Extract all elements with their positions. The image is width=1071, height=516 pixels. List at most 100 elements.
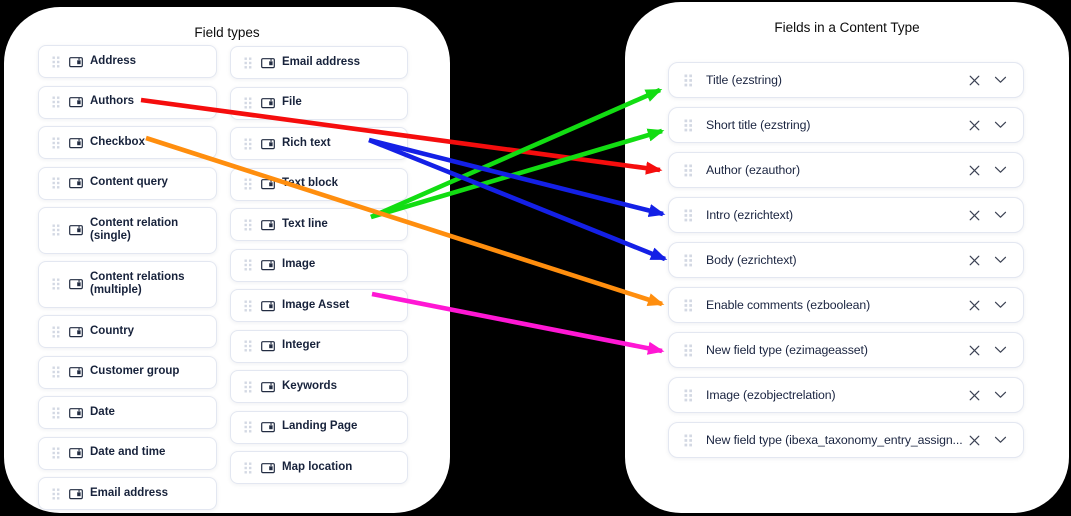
- drag-handle-icon[interactable]: [52, 488, 60, 500]
- field-type-item[interactable]: Text block: [230, 167, 408, 201]
- field-type-item[interactable]: Image Asset: [230, 289, 408, 322]
- drag-handle-icon[interactable]: [244, 381, 252, 393]
- content-type-field-row[interactable]: Intro (ezrichtext): [668, 197, 1024, 233]
- drag-handle-icon[interactable]: [684, 164, 693, 177]
- field-input-icon: [69, 326, 83, 338]
- drag-handle-icon[interactable]: [244, 462, 252, 474]
- field-type-label: Email address: [90, 486, 168, 499]
- field-type-item[interactable]: Country: [38, 315, 217, 348]
- drag-handle-icon[interactable]: [244, 421, 252, 433]
- content-type-field-label: New field type (ibexa_taxonomy_entry_ass…: [706, 433, 963, 447]
- content-type-field-label: Enable comments (ezboolean): [706, 298, 871, 312]
- chevron-down-icon[interactable]: [991, 298, 1010, 312]
- drag-handle-icon[interactable]: [684, 389, 693, 402]
- drag-handle-icon[interactable]: [52, 56, 60, 68]
- chevron-down-icon[interactable]: [991, 73, 1010, 87]
- field-type-item[interactable]: Customer group: [38, 355, 217, 389]
- field-type-item[interactable]: Authors: [38, 85, 217, 119]
- field-type-label: Address: [90, 54, 137, 67]
- field-type-item[interactable]: Map location: [230, 451, 408, 484]
- drag-handle-icon[interactable]: [244, 340, 252, 352]
- content-type-field-row[interactable]: Body (ezrichtext): [668, 242, 1024, 278]
- drag-handle-icon[interactable]: [52, 278, 60, 290]
- field-type-label: Map location: [282, 460, 353, 473]
- chevron-down-icon[interactable]: [991, 163, 1010, 177]
- remove-field-button[interactable]: [965, 116, 984, 135]
- drag-handle-icon[interactable]: [244, 178, 252, 190]
- remove-field-button[interactable]: [965, 431, 984, 450]
- content-type-field-row[interactable]: Author (ezauthor): [668, 152, 1024, 188]
- drag-handle-icon[interactable]: [244, 138, 252, 150]
- chevron-down-icon[interactable]: [991, 253, 1010, 267]
- drag-handle-icon[interactable]: [684, 209, 693, 222]
- field-type-item[interactable]: Content query: [38, 166, 217, 200]
- remove-field-button[interactable]: [965, 161, 984, 180]
- content-type-field-row[interactable]: Image (ezobjectrelation): [668, 377, 1024, 413]
- field-input-icon: [261, 138, 275, 150]
- drag-handle-icon[interactable]: [52, 96, 60, 108]
- chevron-down-icon[interactable]: [991, 343, 1010, 357]
- field-input-icon: [261, 300, 275, 312]
- field-input-icon: [261, 259, 275, 271]
- field-type-item[interactable]: Date: [38, 396, 217, 429]
- drag-handle-icon[interactable]: [52, 407, 60, 419]
- drag-handle-icon[interactable]: [244, 57, 252, 69]
- field-type-label: Content relation (single): [90, 216, 179, 243]
- drag-handle-icon[interactable]: [684, 254, 693, 267]
- field-type-item[interactable]: Image: [230, 248, 408, 282]
- drag-handle-icon[interactable]: [684, 344, 693, 357]
- field-type-item[interactable]: Text line: [230, 208, 408, 241]
- chevron-down-icon[interactable]: [991, 433, 1010, 447]
- drag-handle-icon[interactable]: [244, 97, 252, 109]
- chevron-down-icon[interactable]: [991, 118, 1010, 132]
- content-type-field-row[interactable]: New field type (ibexa_taxonomy_entry_ass…: [668, 422, 1024, 458]
- field-type-item[interactable]: Email address: [230, 46, 408, 79]
- drag-handle-icon[interactable]: [244, 259, 252, 271]
- remove-field-button[interactable]: [965, 296, 984, 315]
- content-type-field-row[interactable]: Short title (ezstring): [668, 107, 1024, 143]
- drag-handle-icon[interactable]: [244, 219, 252, 231]
- content-type-field-row[interactable]: Title (ezstring): [668, 62, 1024, 98]
- field-type-label: Email address: [282, 55, 360, 68]
- content-type-field-row[interactable]: New field type (ezimageasset): [668, 332, 1024, 368]
- drag-handle-icon[interactable]: [52, 137, 60, 149]
- remove-field-button[interactable]: [965, 71, 984, 90]
- field-type-item[interactable]: Email address: [38, 477, 217, 510]
- drag-handle-icon[interactable]: [244, 300, 252, 312]
- remove-field-button[interactable]: [965, 251, 984, 270]
- remove-field-button[interactable]: [965, 341, 984, 360]
- field-type-item[interactable]: Landing Page: [230, 410, 408, 444]
- drag-handle-icon[interactable]: [52, 366, 60, 378]
- field-type-item[interactable]: Integer: [230, 329, 408, 363]
- remove-field-button[interactable]: [965, 386, 984, 405]
- drag-handle-icon[interactable]: [52, 447, 60, 459]
- drag-handle-icon[interactable]: [684, 74, 693, 87]
- chevron-down-icon[interactable]: [991, 208, 1010, 222]
- field-type-item[interactable]: Content relation (single): [38, 207, 217, 254]
- field-input-icon: [261, 57, 275, 69]
- drag-handle-icon[interactable]: [684, 299, 693, 312]
- drag-handle-icon[interactable]: [684, 119, 693, 132]
- field-type-item[interactable]: Date and time: [38, 436, 217, 470]
- content-type-field-row[interactable]: Enable comments (ezboolean): [668, 287, 1024, 323]
- field-type-item[interactable]: Rich text: [230, 127, 408, 160]
- drag-handle-icon[interactable]: [684, 434, 693, 447]
- field-type-item[interactable]: Address: [38, 45, 217, 78]
- content-type-field-label: Title (ezstring): [706, 73, 782, 87]
- drag-handle-icon[interactable]: [52, 326, 60, 338]
- drag-handle-icon[interactable]: [52, 224, 60, 236]
- field-input-icon: [261, 462, 275, 474]
- content-type-field-label: Intro (ezrichtext): [706, 208, 794, 222]
- field-type-item[interactable]: File: [230, 86, 408, 120]
- chevron-down-icon[interactable]: [991, 388, 1010, 402]
- field-type-item[interactable]: Keywords: [230, 370, 408, 403]
- remove-field-button[interactable]: [965, 206, 984, 225]
- field-input-icon: [69, 137, 83, 149]
- content-type-field-label: Image (ezobjectrelation): [706, 388, 836, 402]
- drag-handle-icon[interactable]: [52, 177, 60, 189]
- field-type-label: Text line: [282, 217, 328, 230]
- field-type-label: Date: [90, 405, 115, 418]
- field-type-item[interactable]: Content relations (multiple): [38, 261, 217, 308]
- content-type-fields-panel: Fields in a Content Type Title (ezstring…: [625, 2, 1069, 513]
- field-type-item[interactable]: Checkbox: [38, 126, 217, 159]
